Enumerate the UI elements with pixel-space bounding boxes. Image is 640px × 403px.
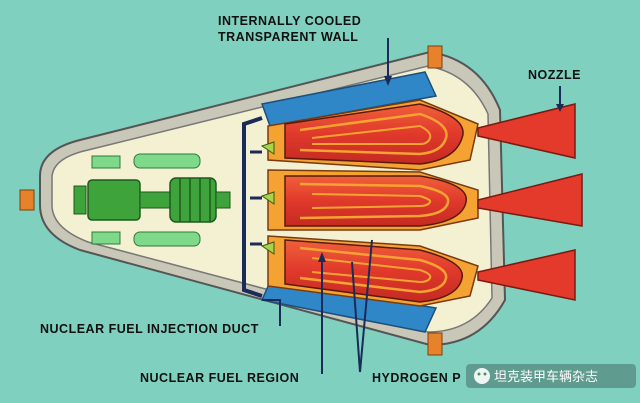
nozzle-bottom	[477, 249, 576, 301]
leader-hydrogen-2	[351, 261, 361, 373]
label-injection-duct: NUCLEAR FUEL INJECTION DUCT	[40, 322, 259, 336]
cooled-wall-top	[260, 71, 438, 127]
reactor-chamber-top	[267, 99, 479, 171]
post-bottom	[427, 332, 443, 356]
reactor-chamber-bottom	[267, 235, 479, 307]
nozzle-middle	[477, 173, 583, 227]
post-top	[427, 45, 443, 69]
watermark: 坦克装甲车辆杂志	[466, 364, 636, 388]
nozzle-top	[477, 103, 576, 159]
label-nozzle: NOZZLE	[528, 68, 581, 82]
turbopump	[73, 177, 231, 223]
nozzles	[477, 103, 583, 301]
label-wall-line1: INTERNALLY COOLED	[218, 14, 361, 28]
leader-lines	[262, 38, 561, 374]
propellant-tanks	[91, 153, 201, 247]
reactor-chamber-middle	[267, 169, 479, 231]
label-fuel-region: NUCLEAR FUEL REGION	[140, 371, 299, 385]
injection-duct	[242, 116, 263, 298]
leader-arrowheads	[318, 76, 564, 262]
watermark-text: 坦克装甲车辆杂志	[494, 369, 598, 385]
post-nose	[19, 189, 35, 211]
label-wall-line2: TRANSPARENT WALL	[218, 30, 358, 44]
leader-duct	[262, 299, 281, 326]
injector-tips	[260, 141, 275, 255]
label-hydrogen: HYDROGEN P	[372, 371, 461, 385]
wechat-icon	[474, 368, 490, 384]
leader-hydrogen-1	[359, 239, 373, 373]
